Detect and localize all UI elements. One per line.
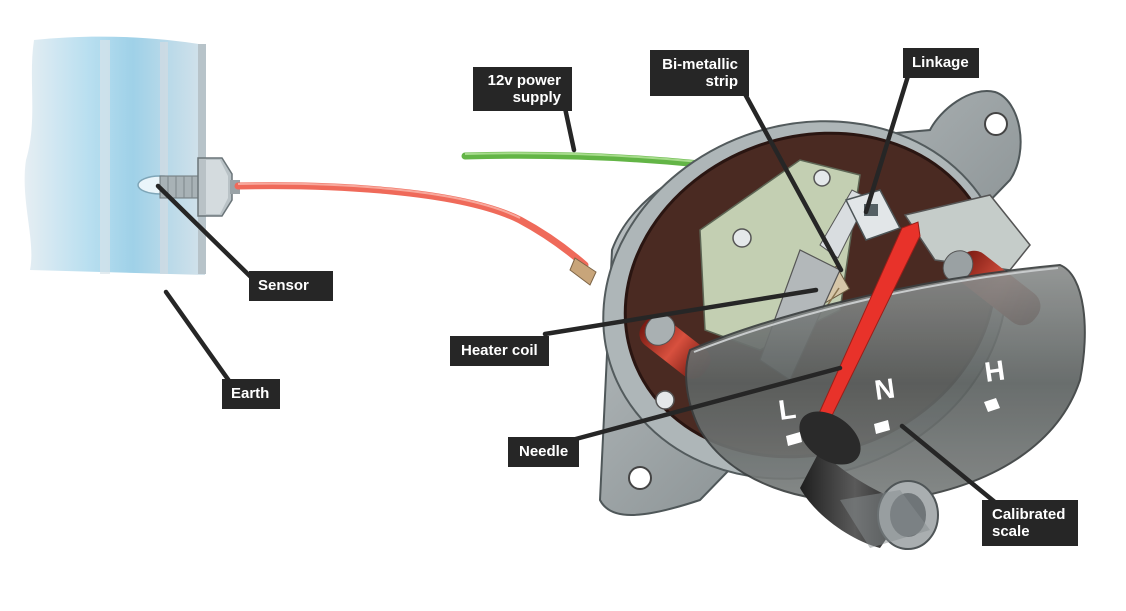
sensor-body	[159, 157, 240, 217]
label-heater-coil-text: Heater coil	[461, 342, 538, 359]
leader-heater-coil	[542, 287, 819, 337]
label-power-supply-line1: 12v power	[487, 72, 561, 89]
label-calibrated-line1: Calibrated	[992, 506, 1066, 523]
label-linkage-text: Linkage	[912, 54, 969, 71]
label-bimetallic-line2: strip	[705, 73, 738, 90]
scale-mark-normal	[874, 420, 890, 434]
label-earth: Earth	[222, 379, 280, 409]
label-sensor-text: Sensor	[258, 277, 309, 294]
label-needle-text: Needle	[519, 443, 569, 460]
label-bimetallic-line1: Bi-metallic	[662, 56, 738, 73]
leader-linkage	[863, 73, 911, 215]
power-wire	[461, 151, 704, 168]
label-calibrated-line2: scale	[992, 523, 1030, 540]
calibration-tube	[799, 411, 939, 550]
engine-block	[24, 36, 206, 276]
leader-earth	[163, 289, 235, 388]
label-linkage: Linkage	[903, 48, 979, 78]
label-heater-coil: Heater coil	[450, 336, 549, 366]
scale-mark-low	[786, 432, 802, 446]
label-needle: Needle	[508, 437, 579, 467]
scale-mark-high	[984, 398, 1000, 412]
label-sensor: Sensor	[249, 271, 333, 301]
label-earth-text: Earth	[231, 385, 270, 402]
label-calibrated-scale: Calibrated scale	[982, 500, 1078, 546]
leader-sensor	[155, 183, 259, 285]
leader-needle	[569, 365, 843, 443]
dial-mark-normal: N	[873, 372, 897, 406]
leader-lines	[155, 73, 999, 506]
leader-calibrated-scale	[899, 423, 999, 506]
leader-bimetallic-strip	[742, 91, 844, 273]
leader-power-supply	[562, 105, 577, 153]
sensor-wire	[234, 182, 589, 269]
dial-mark-low: L	[777, 393, 798, 426]
label-power-supply: 12v power supply	[473, 67, 572, 111]
label-power-supply-line2: supply	[512, 89, 561, 106]
label-bimetallic-strip: Bi-metallic strip	[650, 50, 749, 96]
dial-mark-high: H	[983, 354, 1007, 388]
dial-face	[685, 263, 1086, 503]
